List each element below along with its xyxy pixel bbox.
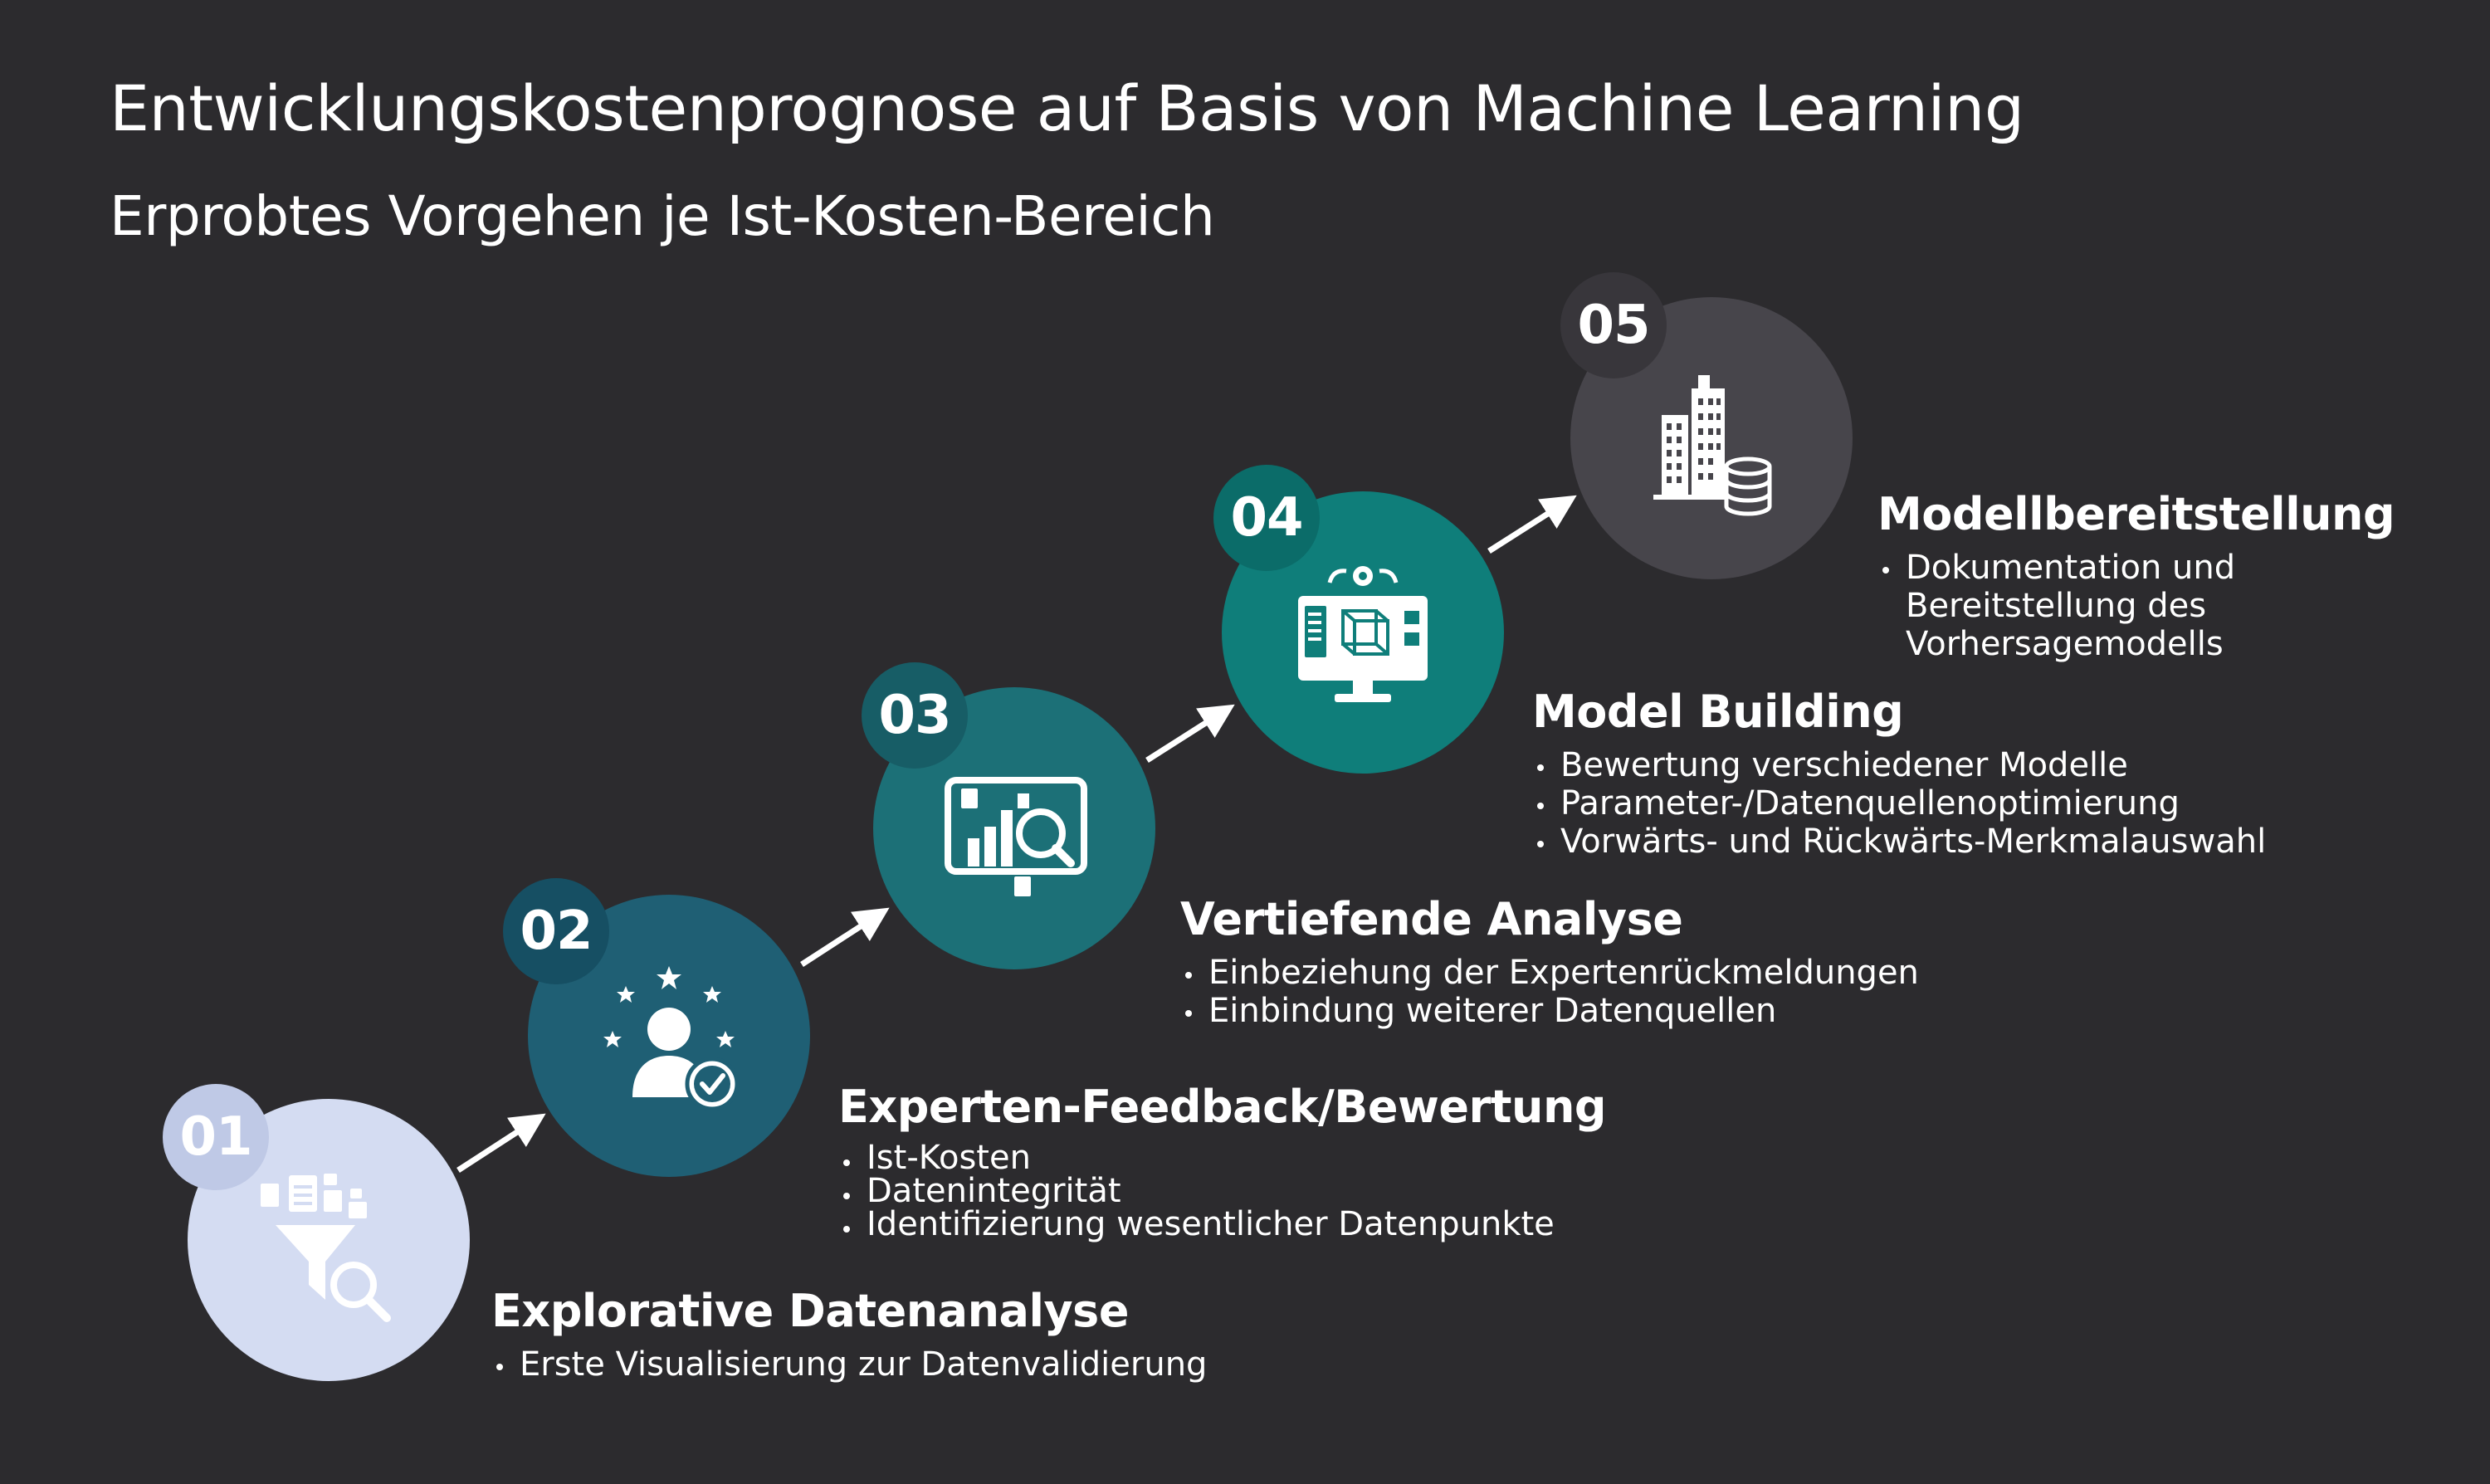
step-3-bullet-2: Einbindung weiterer Datenquellen xyxy=(1180,992,1919,1030)
step-4-bullet-2: Parameter-/Datenquellenoptimierung xyxy=(1532,784,2266,823)
step-5-bullets: Dokumentation und Bereitstellung des Vor… xyxy=(1877,549,2395,663)
step-4-title: Model Building xyxy=(1532,686,1904,738)
step-2-bullets: Ist-Kosten Datenintegrität Identifizieru… xyxy=(838,1141,1606,1241)
arrow-2-3 xyxy=(800,907,890,967)
page-title: Entwicklungskostenprognose auf Basis von… xyxy=(110,71,2024,145)
step-2-text: Experten-Feedback/Bewertung Ist-Kosten D… xyxy=(838,1081,1607,1241)
step-2-bullet-3: Identifizierung wesentlicher Datenpunkte xyxy=(838,1208,1606,1241)
data-funnel-icon xyxy=(246,1160,412,1326)
step-3-bullet-1: Einbeziehung der Expertenrückmeldungen xyxy=(1180,954,1919,992)
step-5-bullet-1: Dokumentation und xyxy=(1877,549,2395,587)
step-4-bullets: Bewertung verschiedener Modelle Paramete… xyxy=(1532,746,2266,861)
step-4-badge: 04 xyxy=(1213,465,1320,571)
step-2-badge: 02 xyxy=(503,878,609,984)
step-2-bullet-2: Datenintegrität xyxy=(838,1174,1606,1208)
step-1-text: Explorative Datenanalyse Erste Visualisi… xyxy=(491,1285,1207,1384)
step-1-badge: 01 xyxy=(163,1084,269,1190)
step-5-title: Modellbereitstellung xyxy=(1877,488,2395,540)
arrow-3-4 xyxy=(1145,704,1235,763)
analysis-board-icon xyxy=(931,747,1097,913)
expert-rating-icon xyxy=(586,954,752,1120)
step-4-bullet-1: Bewertung verschiedener Modelle xyxy=(1532,746,2266,784)
step-5-bullet-3: Vorhersagemodells xyxy=(1906,625,2224,663)
step-5-badge: 05 xyxy=(1560,272,1667,378)
building-database-icon xyxy=(1628,355,1794,521)
step-2-bullet-1: Ist-Kosten xyxy=(838,1141,1606,1174)
step-5-text: Modellbereitstellung Dokumentation und B… xyxy=(1877,488,2395,663)
step-1-bullet-1: Erste Visualisierung zur Datenvalidierun… xyxy=(491,1345,1207,1384)
arrow-4-5 xyxy=(1487,495,1577,554)
step-4-bullet-3: Vorwärts- und Rückwärts-Merkmalauswahl xyxy=(1532,823,2266,861)
model-monitor-icon xyxy=(1280,551,1446,717)
step-3-badge: 03 xyxy=(862,662,968,769)
step-1-bullets: Erste Visualisierung zur Datenvalidierun… xyxy=(491,1345,1207,1384)
step-4-text: Model Building Bewertung verschiedener M… xyxy=(1532,686,2266,861)
step-3-text: Vertiefende Analyse Einbeziehung der Exp… xyxy=(1180,893,1919,1030)
step-5-bullet-2: Bereitstellung des xyxy=(1906,587,2207,625)
page-subtitle: Erprobtes Vorgehen je Ist-Kosten-Bereich xyxy=(110,184,1215,248)
step-3-title: Vertiefende Analyse xyxy=(1180,893,1683,945)
step-2-title: Experten-Feedback/Bewertung xyxy=(838,1081,1607,1133)
step-1-title: Explorative Datenanalyse xyxy=(491,1285,1129,1337)
arrow-1-2 xyxy=(456,1113,546,1173)
step-3-bullets: Einbeziehung der Expertenrückmeldungen E… xyxy=(1180,954,1919,1030)
